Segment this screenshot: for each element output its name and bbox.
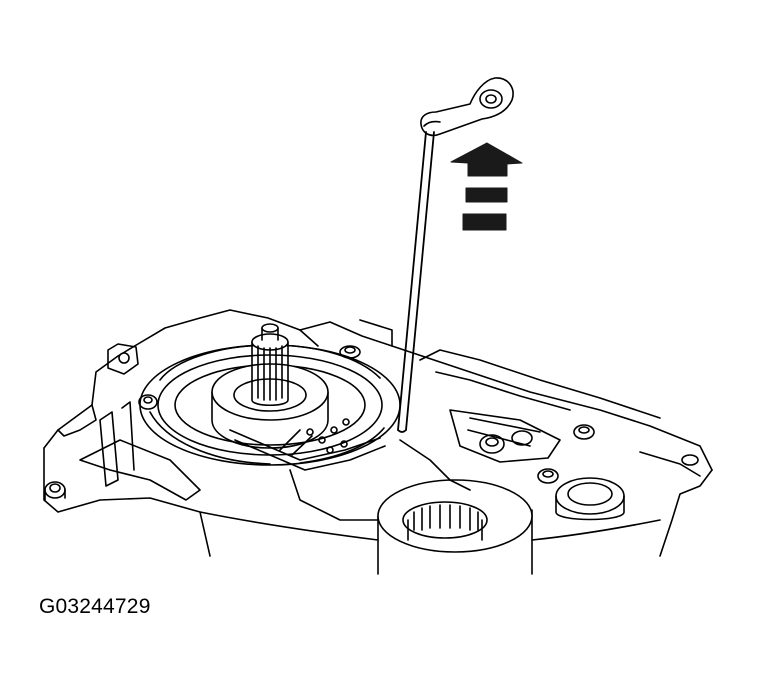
up-arrow-icon [450,142,523,231]
transmission-case [43,309,713,575]
transmission-diagram [43,77,713,575]
figure-id-label: G03244729 [39,595,151,618]
pull-rod-tool [397,77,514,433]
